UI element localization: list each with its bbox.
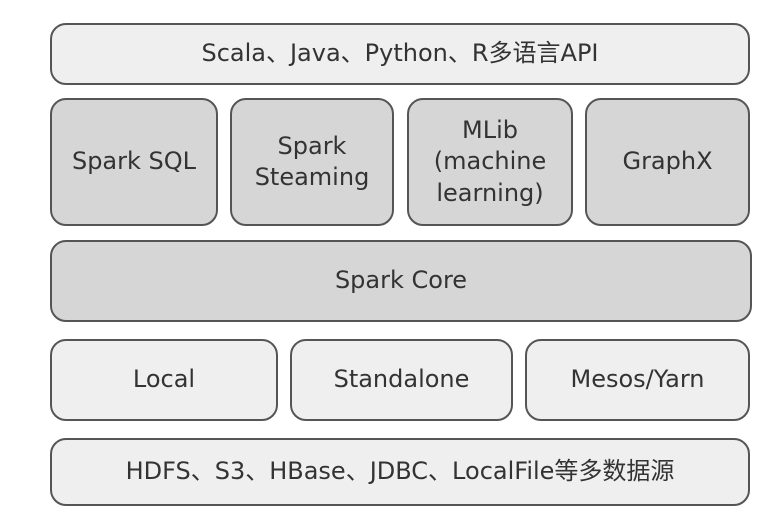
module-label: GraphX (622, 147, 713, 176)
module-mlib: MLib (machine learning) (407, 98, 573, 226)
core-label: Spark Core (334, 266, 468, 295)
deploy-label: Local (132, 365, 196, 394)
spark-core-layer: Spark Core (50, 240, 752, 322)
datasources-layer: HDFS、S3、HBase、JDBC、LocalFile等多数据源 (50, 438, 750, 506)
deploy-mesos-yarn: Mesos/Yarn (525, 339, 750, 421)
languages-layer: Scala、Java、Python、R多语言API (50, 23, 750, 85)
deploy-standalone: Standalone (290, 339, 513, 421)
module-label: MLib (machine learning) (433, 116, 547, 207)
module-graphx: GraphX (585, 98, 750, 226)
datasources-label: HDFS、S3、HBase、JDBC、LocalFile等多数据源 (125, 457, 675, 486)
languages-label: Scala、Java、Python、R多语言API (201, 39, 599, 68)
deploy-local: Local (50, 339, 278, 421)
module-label: Spark SQL (71, 147, 197, 176)
deploy-label: Standalone (333, 365, 470, 394)
module-spark-sql: Spark SQL (50, 98, 218, 226)
module-spark-streaming: Spark Steaming (230, 98, 394, 226)
module-label: Spark Steaming (254, 131, 370, 191)
deploy-label: Mesos/Yarn (570, 365, 705, 394)
